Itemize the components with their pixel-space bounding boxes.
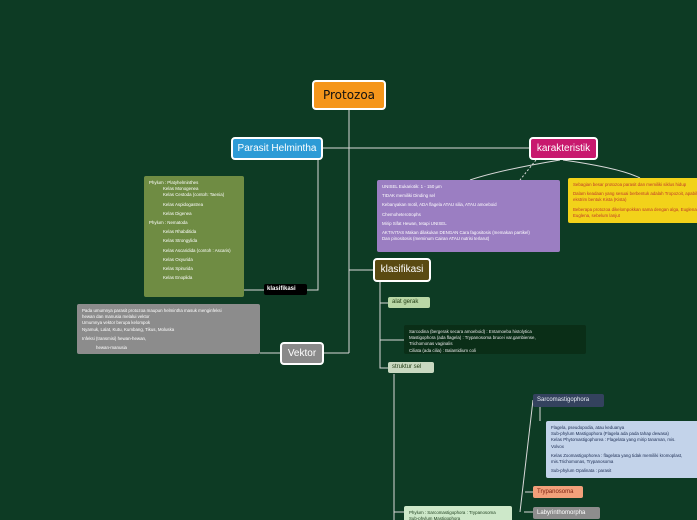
note-line: AKTIVITAS Makan dilakukan DENGAN Cara fa… <box>382 230 530 236</box>
note-line: Chemoheterotrophs <box>382 211 421 217</box>
note-line: Kelas Zoomastigophorea : flagelata yang … <box>551 452 683 458</box>
note-siklus-hidup[interactable]: Sebagian besar protozoa parasit dan memi… <box>568 178 697 223</box>
note-line: Phylum : Sarcomastigophora : Trypanosoma <box>409 510 496 515</box>
note-line: Ciliata (ada cilia) : Balantidium coli <box>409 347 476 353</box>
note-line: Mirip Sifat Hewan, tetapi UNISEL <box>382 220 447 226</box>
subtopic-alat-gerak[interactable]: alat gerak <box>388 297 430 308</box>
note-line: Kelas Strongylida <box>163 238 198 244</box>
note-line: UNISEL Eukariotik: 1 - 150 µm <box>382 184 442 189</box>
note-line: TIDAK memiliki Dinding sel <box>382 193 435 199</box>
note-line: Trichomonas vaginalis <box>409 341 453 347</box>
note-line: Kelas Digenea <box>163 210 192 216</box>
note-line: Beberapa protozoa dikelompokkan sama den… <box>573 206 697 212</box>
note-line: hewan-manusia <box>96 345 127 351</box>
note-line: Kelas Phytomastigophorea : Flagelata yan… <box>551 437 676 443</box>
note-line: Kelas Spirurida <box>163 266 193 272</box>
note-line: ekstrim bentuk Kista (Kista) <box>573 197 627 203</box>
note-line: Pada umumnya parasit protozoa maupun hel… <box>82 308 222 313</box>
note-line: Flagela, pseudopodia, atau keduanya <box>551 425 625 430</box>
topic-parasit-helmintha[interactable]: Parasit Helmintha <box>231 137 323 160</box>
note-alat-gerak[interactable]: Sarcodina (bergerak secara amoeboid) : E… <box>404 325 586 354</box>
note-karakteristik[interactable]: UNISEL Eukariotik: 1 - 150 µm TIDAK memi… <box>377 180 560 252</box>
note-line: Kebanyakan motil, ADA flagela ATAU silia… <box>382 202 497 208</box>
note-line: hewan dan manusia melalui vektor <box>82 314 150 320</box>
note-line: Umumnya vektor berupa kelompok <box>82 320 151 326</box>
note-line: Nyamuk, Lalat, Kutu, Kumbang, Tikus, Mol… <box>82 326 175 332</box>
topic-karakteristik[interactable]: karakteristik <box>529 137 598 160</box>
subtopic-sarcomastigophora[interactable]: Sarcomastigophora <box>533 394 604 407</box>
note-line: Dan pinositosis (meminum Cairan ATAU nut… <box>382 236 490 242</box>
note-line: Volvox <box>551 443 564 449</box>
note-line: Sub-phylum Opalinata : parasit <box>551 468 612 474</box>
note-line: Sub-phylum Mastigophora <box>409 516 461 520</box>
note-line: Euglena, sebelum lanjut <box>573 212 620 218</box>
subtopic-trypanosoma[interactable]: Trypanosoma <box>533 486 583 498</box>
subtopic-labyrinthomorpha[interactable]: Labyrinthomorpha <box>533 507 600 519</box>
note-line: Mastigophora (ada flagela) : Trypanosoma… <box>409 335 536 341</box>
note-line: Infeksi (transmisi) hewan-hewan, <box>82 335 147 341</box>
note-line: Kelas Monogenea <box>163 186 199 192</box>
note-line: Kelas Cestoda (contoh: Taenia) <box>163 192 225 198</box>
note-line: Sub-phylum Mastigophora (Flagela ada pad… <box>551 431 669 437</box>
topic-vektor[interactable]: Vektor <box>280 342 324 365</box>
note-line: Kelas Oxyurida <box>163 256 193 262</box>
note-line: Phylum : Platyhelminthes <box>149 180 199 185</box>
note-phylum[interactable]: Phylum : Sarcomastigophora : Trypanosoma… <box>404 506 512 520</box>
note-line: Dalam keadaan yang sesuai berbentuk adal… <box>573 191 697 197</box>
central-topic-protozoa[interactable]: Protozoa <box>312 80 386 110</box>
note-line: Kelas Rhabditida <box>163 229 197 235</box>
note-line: Kelas Aspidogastrea <box>163 201 204 207</box>
note-line: Kelas Enoplida <box>163 275 193 281</box>
note-line: Kelas Ascaridida (contoh : Ascaris) <box>163 247 231 253</box>
note-line: mis.Trichomonas, Trypanosoma <box>551 459 614 465</box>
subtopic-struktur-sel[interactable]: struktur sel <box>388 362 434 373</box>
note-line: Sarcodina (bergerak secara amoeboid) : E… <box>409 329 532 334</box>
topic-klasifikasi[interactable]: klasifikasi <box>373 258 431 282</box>
label-klasifikasi[interactable]: klasifikasi <box>264 284 307 295</box>
note-vektor[interactable]: Pada umumnya parasit protozoa maupun hel… <box>77 304 260 354</box>
note-line: Sebagian besar protozoa parasit dan memi… <box>573 182 687 187</box>
note-line: Phylum : Nematoda <box>149 220 188 226</box>
